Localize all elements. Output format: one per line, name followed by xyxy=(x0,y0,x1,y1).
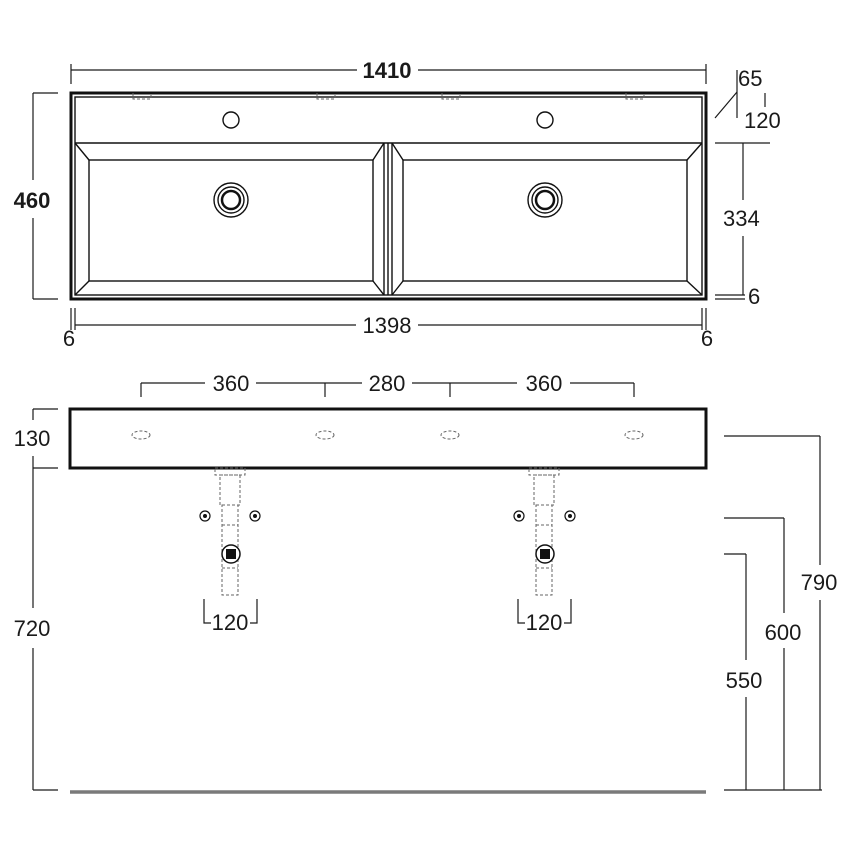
tap-hole-left xyxy=(222,111,240,129)
dim-right-side: 65 120 334 6 xyxy=(714,66,781,309)
trap-width-right-label: 120 xyxy=(526,610,563,635)
rim-offset-label: 65 xyxy=(738,66,762,91)
front-view: 360 280 360 130 xyxy=(14,371,838,794)
spacing-left-label: 360 xyxy=(213,371,250,396)
fixing-hole-2 xyxy=(315,430,335,440)
basin-front-outline xyxy=(68,407,708,470)
drain-right-icon xyxy=(527,182,563,218)
right-bowl xyxy=(402,159,688,282)
dim-basin-height: 130 xyxy=(14,408,58,469)
bottom-edge-label: 6 xyxy=(748,284,760,309)
overall-width-label: 1410 xyxy=(363,58,412,83)
dim-mount-height: 720 xyxy=(14,468,58,791)
dim-heights-right: 790 600 550 xyxy=(724,435,838,791)
height-low-label: 550 xyxy=(726,668,763,693)
bracket-mark-3 xyxy=(441,93,461,100)
spacing-middle-label: 280 xyxy=(369,371,406,396)
drain-left-icon xyxy=(213,182,249,218)
dim-inner-width: 1398 6 6 xyxy=(63,308,713,351)
bowl-depth-label: 334 xyxy=(723,206,760,231)
dim-bracket-spacing: 360 280 360 xyxy=(140,371,635,397)
bracket-mark-2 xyxy=(316,93,336,100)
top-view: 1410 460 xyxy=(14,58,781,351)
inner-width-label: 1398 xyxy=(363,313,412,338)
dim-overall-depth: 460 xyxy=(14,92,58,300)
side-left-label: 6 xyxy=(63,326,75,351)
trap-right: 120 xyxy=(513,467,576,635)
basin-top-outline xyxy=(69,91,708,301)
bracket-mark-1 xyxy=(132,93,152,100)
deck-depth-label: 120 xyxy=(744,108,781,133)
spacing-right-label: 360 xyxy=(526,371,563,396)
fixing-hole-4 xyxy=(624,430,644,440)
basin-height-label: 130 xyxy=(14,426,51,451)
fixing-hole-1 xyxy=(131,430,151,440)
mount-height-label: 720 xyxy=(14,616,51,641)
trap-width-left-label: 120 xyxy=(212,610,249,635)
left-bowl xyxy=(88,159,374,282)
height-mid-label: 600 xyxy=(765,620,802,645)
height-overall-label: 790 xyxy=(801,570,838,595)
side-right-label: 6 xyxy=(701,326,713,351)
trap-left: 120 xyxy=(199,467,261,635)
dim-overall-width: 1410 xyxy=(70,58,707,84)
fixing-hole-3 xyxy=(440,430,460,440)
tap-hole-right xyxy=(536,111,554,129)
overall-depth-label: 460 xyxy=(14,188,51,213)
bracket-mark-4 xyxy=(625,93,645,100)
